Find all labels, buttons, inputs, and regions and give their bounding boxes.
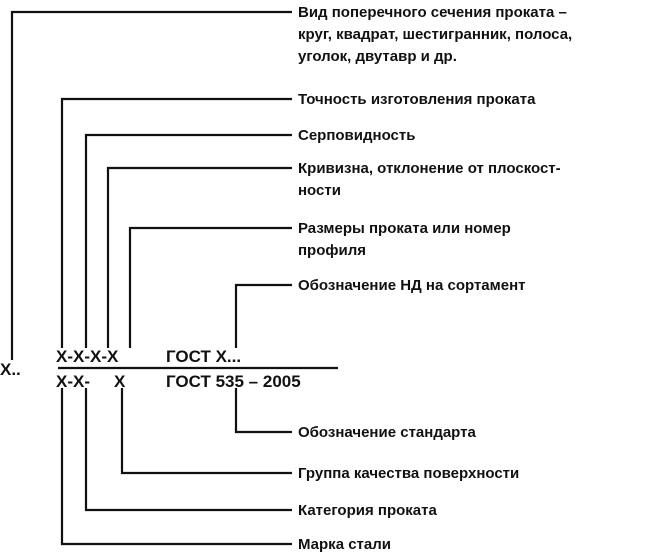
denominator-left: Х-Х- (56, 372, 90, 391)
labels-bottom: Обозначение стандарта Группа качества по… (298, 424, 519, 553)
numerator-left: Х-Х-Х-Х (56, 347, 119, 366)
numerator-right: ГОСТ Х... (166, 347, 241, 366)
label-category: Категория проката (298, 502, 437, 519)
leader-steel-grade (60, 388, 292, 546)
designation-prefix: Х.. (0, 360, 21, 379)
label-steel-grade: Марка стали (298, 536, 391, 553)
leader-accuracy (60, 97, 292, 348)
label-section-type: Вид поперечного сечения проката – круг, … (298, 4, 576, 65)
label-curvature: Кривизна, отклонение от плоскост- ности (298, 160, 565, 199)
designation-formula: Х.. Х-Х-Х-Х ГОСТ Х... Х-Х- Х ГОСТ 535 – … (0, 347, 301, 391)
leader-curvature (106, 166, 292, 348)
denominator-right: ГОСТ 535 – 2005 (166, 372, 301, 391)
label-standard: Обозначение стандарта (298, 424, 476, 441)
label-surface-group: Группа качества поверхности (298, 465, 519, 482)
leader-lines (10, 10, 338, 546)
denominator-mid: Х (114, 372, 126, 391)
labels-top: Вид поперечного сечения проката – круг, … (298, 4, 576, 294)
leader-camber (84, 133, 292, 348)
label-camber: Серповидность (298, 127, 415, 144)
leader-category (84, 388, 292, 512)
leader-surface-group (120, 388, 292, 475)
leader-section-type (10, 10, 292, 360)
leader-standard (234, 388, 292, 434)
leader-dimensions (128, 226, 292, 348)
leader-nd-assortment (234, 283, 292, 348)
label-dimensions: Размеры проката или номер профиля (298, 220, 515, 259)
label-accuracy: Точность изготовления проката (298, 91, 536, 108)
label-nd-assortment: Обозначение НД на сортамент (298, 277, 525, 294)
